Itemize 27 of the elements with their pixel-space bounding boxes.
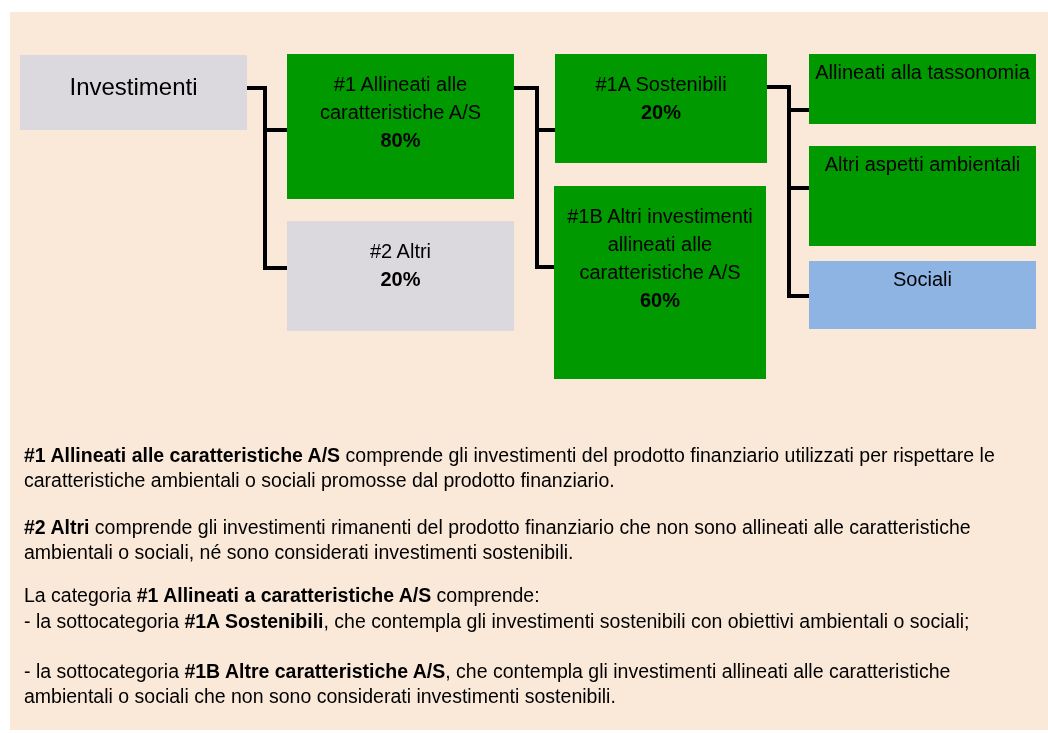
- percentage-label: 60%: [639, 288, 681, 313]
- category-box: [555, 54, 767, 163]
- category-label: Sociali: [892, 267, 953, 292]
- category-label: #1B Altri investimenti allineati alle caratteristiche A/S: [566, 204, 754, 285]
- connector-line: [767, 85, 809, 298]
- note-paragraph: #1 Allineati alle caratteristiche A/S comprende gli investimenti del prodotto finanziario utilizzati per rispettare le caratteristiche ambientali o sociali promosse dal prodotto finanziario.: [24, 443, 996, 493]
- category-box: [20, 55, 247, 130]
- note-paragraph: #2 Altri comprende gli investimenti rimanenti del prodotto finanziario che non sono allineati alle caratteristiche ambientali o sociali, né sono considerati investimenti sostenibili.: [24, 515, 972, 565]
- category-box: [287, 221, 514, 331]
- category-label: Altri aspetti ambientali: [823, 152, 1022, 177]
- connector-line: [247, 86, 287, 270]
- category-label: #1 Allineati alle caratteristiche A/S: [318, 72, 483, 125]
- category-box: [809, 54, 1036, 124]
- category-box: [809, 261, 1036, 329]
- note-paragraph: - la sottocategoria #1B Altre caratteristiche A/S, che contempla gli investimenti allineati alle caratteristiche ambientali o sociali che non sono considerati investimenti sostenibili.: [24, 659, 952, 709]
- note-paragraph: - la sottocategoria #1A Sostenibili, che contempla gli investimenti sostenibili con obiettivi ambientali o sociali;: [24, 609, 971, 634]
- percentage-label: 20%: [640, 100, 682, 125]
- category-label: Investimenti: [68, 73, 199, 101]
- category-box: [809, 146, 1036, 246]
- category-box: [554, 186, 766, 379]
- note-paragraph: La categoria #1 Allineati a caratteristiche A/S comprende:: [24, 583, 541, 608]
- category-label: #2 Altri: [368, 239, 433, 264]
- category-box: [287, 54, 514, 199]
- percentage-label: 80%: [379, 128, 422, 153]
- category-label: Allineati alla tassonomia: [815, 60, 1030, 85]
- category-label: #1A Sostenibili: [594, 72, 728, 97]
- percentage-label: 20%: [379, 267, 422, 292]
